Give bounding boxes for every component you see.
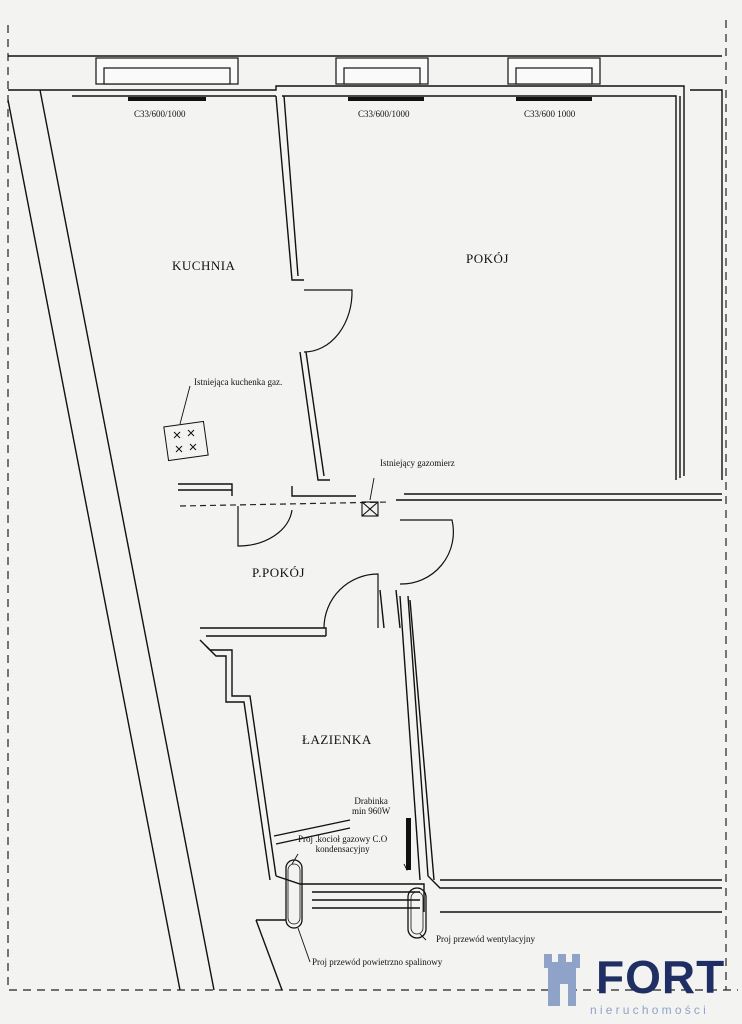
exterior-walls bbox=[7, 55, 723, 991]
towel-rail-note-line2: min 960W bbox=[352, 806, 391, 817]
ducts bbox=[285, 859, 427, 939]
windows bbox=[95, 57, 601, 85]
boiler-note-line2: kondensacyjny bbox=[315, 844, 370, 855]
radiator-spec-room-right: C33/600 1000 bbox=[524, 109, 576, 119]
stove-note: Istniejąca kuchenka gaz. bbox=[194, 377, 283, 387]
stove-symbol bbox=[163, 420, 209, 462]
ventilation-duct-note: Proj przewód wentylacyjny bbox=[436, 934, 535, 944]
room-label-hall: P.POKÓJ bbox=[252, 565, 305, 580]
flue-duct-note: Proj przewód powietrzno spalinowy bbox=[312, 957, 443, 967]
leader-lines bbox=[179, 385, 427, 963]
gas-meter-symbol bbox=[361, 501, 379, 517]
room-label-living-room: POKÓJ bbox=[466, 251, 509, 266]
gas-meter-note: Istniejący gazomierz bbox=[380, 458, 455, 468]
fort-logo: FORT nieruchomości bbox=[540, 952, 742, 1024]
doors bbox=[237, 289, 455, 629]
boiler-note: Proj .kocioł gazowy C.O kondensacyjny bbox=[298, 834, 387, 855]
radiator-spec-room-left: C33/600/1000 bbox=[358, 109, 410, 119]
towel-rail-note: Drabinka min 960W bbox=[352, 796, 390, 817]
interior-walls bbox=[178, 95, 722, 991]
radiator-spec-kitchen: C33/600/1000 bbox=[134, 109, 186, 119]
castle-tower-icon bbox=[544, 954, 580, 1006]
hall-dashed-line bbox=[179, 501, 391, 507]
dashed-boundary bbox=[7, 20, 738, 991]
towel-rail bbox=[406, 818, 411, 870]
logo-wordmark: FORT bbox=[596, 951, 726, 1003]
room-label-kitchen: KUCHNIA bbox=[172, 258, 236, 273]
boiler-note-line1: Proj .kocioł gazowy C.O bbox=[298, 834, 388, 844]
radiator-bars bbox=[128, 97, 592, 101]
room-label-bathroom: ŁAZIENKA bbox=[302, 732, 372, 747]
towel-rail-note-line1: Drabinka bbox=[354, 796, 388, 806]
logo-tagline: nieruchomości bbox=[590, 1003, 709, 1017]
